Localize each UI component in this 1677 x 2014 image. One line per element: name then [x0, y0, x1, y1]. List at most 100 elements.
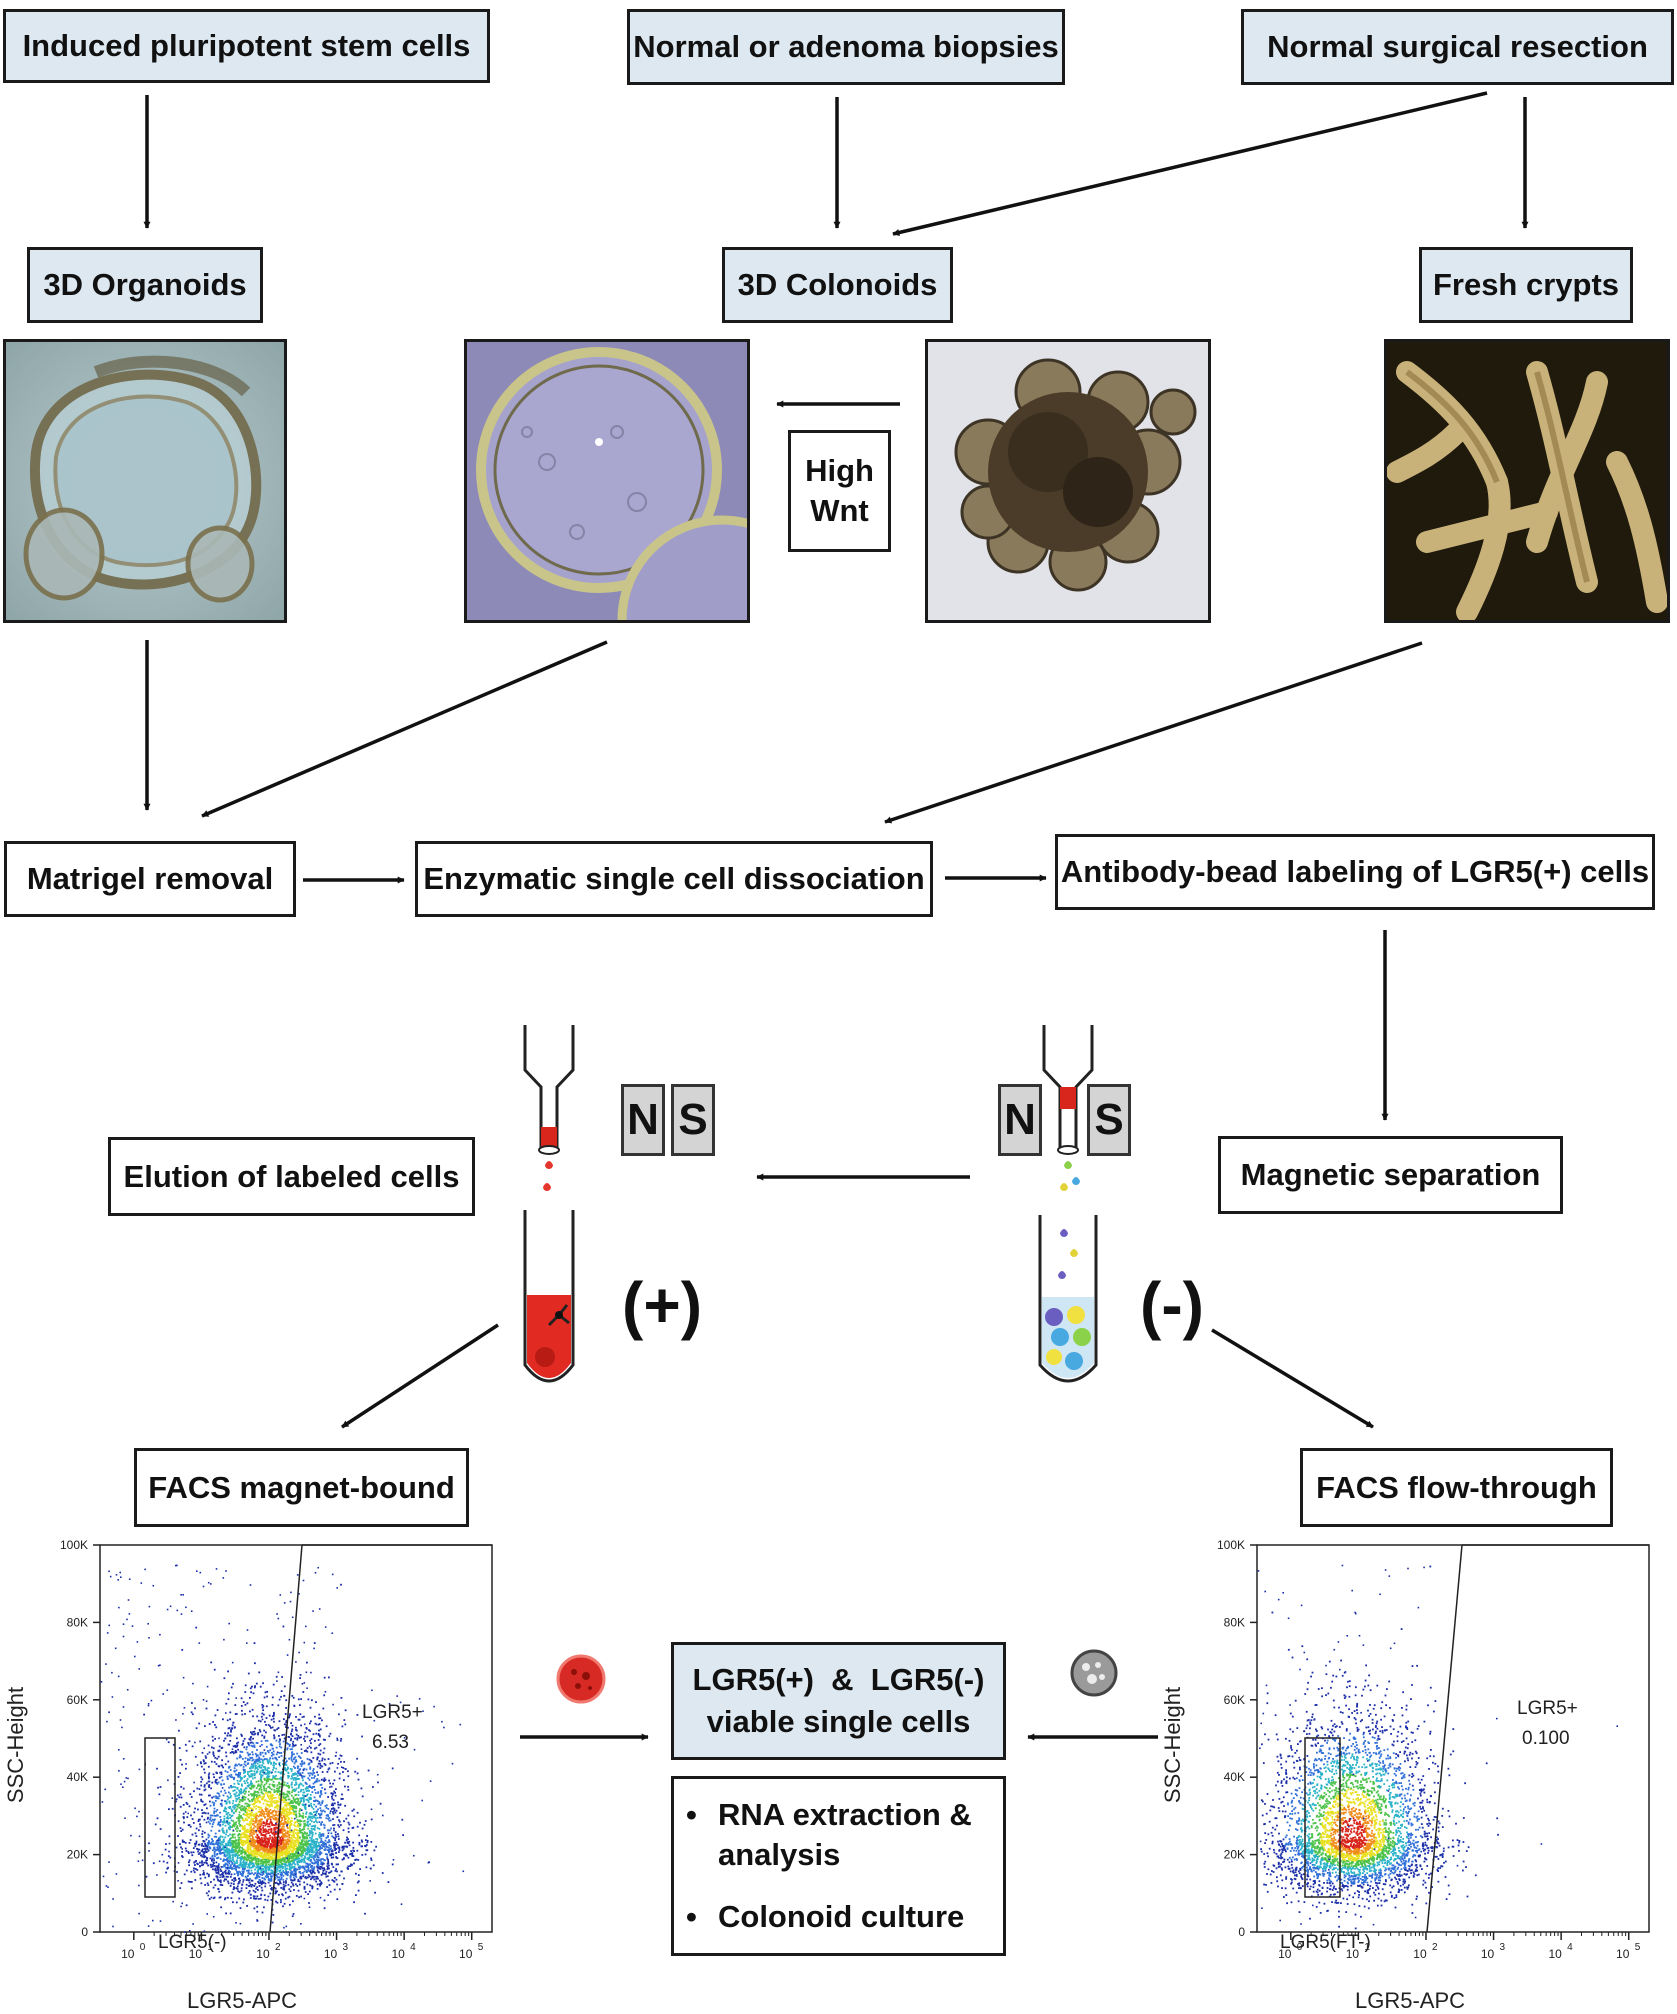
positive-gate: [1426, 1544, 1463, 1933]
negative-sign-text: (-): [1140, 1269, 1204, 1341]
x-tick-label: 10: [1481, 1947, 1495, 1961]
y-tick-label: 80K: [67, 1615, 88, 1629]
arrow-positive-to-facs: [341, 1323, 499, 1429]
step-dissociation: Enzymatic single cell dissociation: [415, 841, 933, 917]
y-tick-label: 60K: [67, 1693, 88, 1707]
step-magnetic-separation: Magnetic separation: [1218, 1136, 1563, 1214]
magnet-s-label: S: [678, 1095, 708, 1144]
application-list: RNA extraction & analysis Colonoid cultu…: [674, 1795, 974, 1937]
culture-crypts-label: Fresh crypts: [1432, 267, 1620, 302]
negative-gate: [144, 1737, 176, 1898]
result-line2: viable single cells: [706, 1704, 971, 1739]
magnet-south-left: S: [671, 1084, 715, 1156]
separation-column-illustration: [1038, 1025, 1098, 1383]
facs-bound-gate-pos-value: 6.53: [372, 1732, 409, 1753]
y-tick-label: 20K: [1224, 1848, 1245, 1862]
facs-flow-gate-neg-name: LGR5(FT-): [1280, 1932, 1371, 1953]
facs-flow-title-label: FACS flow-through: [1316, 1469, 1597, 1505]
facs-bound-gate-pos-name: LGR5+: [362, 1702, 423, 1723]
arrow-colonoids-to-matrigel: [201, 640, 608, 818]
result-applications: RNA extraction & analysis Colonoid cultu…: [671, 1776, 1006, 1956]
x-tick-label: 10: [121, 1947, 135, 1961]
colonoid-micrograph: [925, 339, 1211, 623]
lgr5-negative-cell-image: [1070, 1649, 1118, 1697]
positive-sign-text: (+): [622, 1269, 702, 1341]
positive-tube: [523, 1210, 575, 1383]
scatter-points: [100, 1564, 465, 1933]
high-wnt-line1: High: [805, 453, 874, 488]
step-magnetic-label: Magnetic separation: [1240, 1157, 1541, 1192]
elution-column-illustration: [523, 1025, 575, 1383]
positive-gate: [269, 1544, 303, 1933]
application-rna: RNA extraction & analysis: [674, 1795, 974, 1875]
magnet-north-left: N: [621, 1084, 665, 1156]
facs-bound-xlabel: LGR5-APC: [187, 1988, 298, 2013]
y-tick-label: 0: [81, 1925, 88, 1939]
magnet-n-label: N: [627, 1095, 659, 1144]
organoid-micrograph: [3, 339, 287, 623]
x-tick-label: 10: [189, 1947, 203, 1961]
x-tick-label: 10: [1548, 1947, 1562, 1961]
facs-flow-gate-pos-value: 0.100: [1522, 1728, 1570, 1749]
x-tick-exp: 5: [1635, 1942, 1641, 1953]
magnet-s2-label: S: [1094, 1095, 1124, 1144]
x-tick-label: 10: [459, 1947, 473, 1961]
arrow-negative-to-facs: [1211, 1328, 1374, 1429]
positive-sign: (+): [622, 1268, 702, 1342]
magnet-n2-label: N: [1004, 1095, 1036, 1144]
x-tick-exp: 0: [1297, 1942, 1303, 1953]
facs-bound-gate-neg-name: LGR5(-): [158, 1932, 227, 1953]
facs-flow-ylabel: SSC-Height: [1160, 1686, 1186, 1804]
high-wnt-line2: Wnt: [810, 493, 869, 528]
facs-flow-title: FACS flow-through: [1300, 1448, 1613, 1527]
x-tick-exp: 1: [207, 1942, 213, 1953]
negative-gate: [1304, 1737, 1341, 1898]
x-tick-exp: 3: [343, 1942, 349, 1953]
arrow-crypts-to-dissociation: [884, 641, 1423, 824]
y-tick-label: 100K: [60, 1538, 88, 1552]
negative-sign: (-): [1140, 1268, 1204, 1342]
y-tick-label: 100K: [1217, 1538, 1245, 1552]
source-resection-label: Normal surgical resection: [1267, 29, 1648, 64]
x-tick-exp: 3: [1500, 1942, 1506, 1953]
colonoid-highwnt-micrograph: [464, 339, 750, 623]
x-tick-label: 10: [1616, 1947, 1630, 1961]
y-tick-label: 40K: [1224, 1770, 1245, 1784]
crypts-micrograph: [1384, 339, 1670, 623]
x-tick-label: 10: [1413, 1947, 1427, 1961]
lgr5-positive-cell-image: [556, 1654, 606, 1704]
y-tick-label: 0: [1238, 1925, 1245, 1939]
y-tick-label: 80K: [1224, 1615, 1245, 1629]
step-matrigel-removal: Matrigel removal: [4, 841, 296, 917]
high-wnt-label: High Wnt: [788, 430, 891, 552]
facs-bound-ylabel: SSC-Height: [3, 1686, 29, 1804]
x-tick-label: 10: [324, 1947, 338, 1961]
step-dissociation-label: Enzymatic single cell dissociation: [423, 861, 925, 896]
y-tick-label: 20K: [67, 1848, 88, 1862]
step-labeling-label: Antibody-bead labeling of LGR5(+) cells: [1060, 854, 1650, 889]
facs-flow-xlabel: LGR5-APC: [1355, 1988, 1466, 2013]
x-tick-exp: 4: [1567, 1942, 1573, 1953]
x-tick-label: 10: [1278, 1947, 1292, 1961]
magnet-north-right: N: [998, 1084, 1042, 1156]
culture-organoids: 3D Organoids: [27, 247, 263, 323]
negative-tube: [1038, 1215, 1098, 1383]
source-ipsc-label: Induced pluripotent stem cells: [22, 28, 471, 63]
facs-flow-gate-pos-name: LGR5+: [1517, 1698, 1578, 1719]
y-tick-label: 60K: [1224, 1693, 1245, 1707]
culture-crypts: Fresh crypts: [1419, 247, 1633, 323]
x-tick-label: 10: [391, 1947, 405, 1961]
source-resection: Normal surgical resection: [1241, 9, 1674, 85]
step-matrigel-label: Matrigel removal: [26, 861, 274, 896]
source-ipsc: Induced pluripotent stem cells: [3, 9, 490, 83]
magnet-south-right: S: [1087, 1084, 1131, 1156]
x-tick-exp: 2: [275, 1942, 281, 1953]
facs-bound-title-label: FACS magnet-bound: [148, 1469, 455, 1505]
source-biopsies: Normal or adenoma biopsies: [627, 9, 1065, 85]
facs-bound-title: FACS magnet-bound: [134, 1448, 469, 1527]
